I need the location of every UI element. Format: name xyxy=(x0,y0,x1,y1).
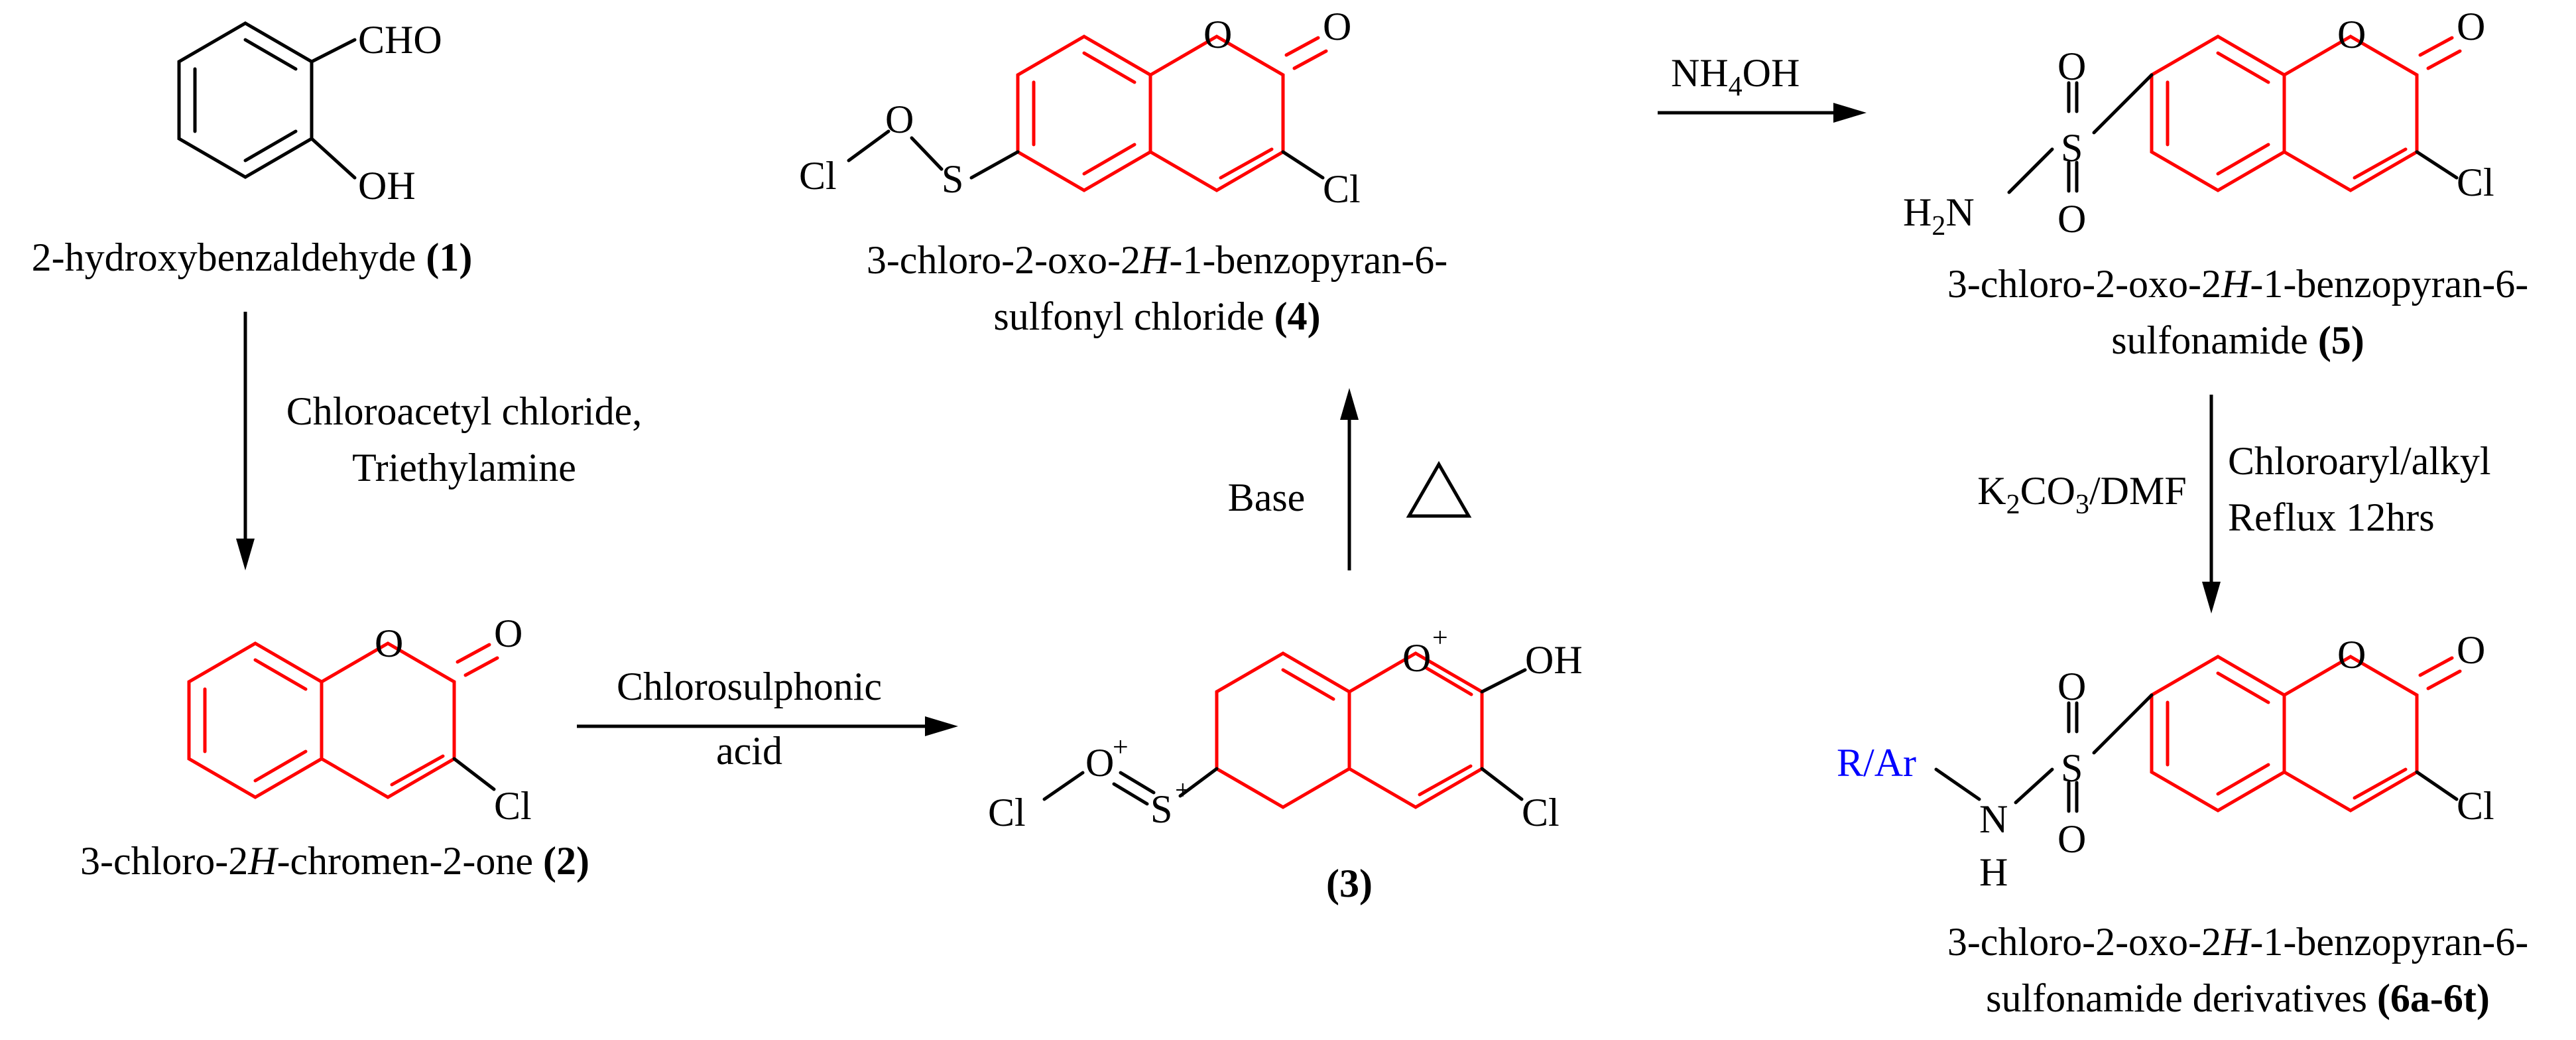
reaction-2-conditions-line2: acid xyxy=(716,729,782,773)
reaction-5-reagent: Chloroaryl/alkyl xyxy=(2228,439,2491,483)
compound-1-name: 2-hydroxybenzaldehyde (1) xyxy=(32,235,473,279)
nh-hydrogen-label: H xyxy=(1979,850,2008,894)
reaction-4-reagent: NH4OH xyxy=(1671,51,1800,102)
carbonyl-oxygen-label: O xyxy=(2457,5,2485,48)
sulfonyl-oxygen-top-label: O xyxy=(2057,665,2086,708)
compound-4-structure: O O Cl S O Cl xyxy=(799,5,1361,211)
oxygen-charge: + xyxy=(1113,732,1129,763)
compound-5-name-line2: sulfonamide (5) xyxy=(2111,318,2364,362)
reaction-1-conditions-line1: Chloroacetyl chloride, xyxy=(286,389,642,433)
chlorine-label: Cl xyxy=(2457,161,2494,204)
compound-6-name-line2: sulfonamide derivatives (6a-6t) xyxy=(1986,976,2490,1020)
compound-1-structure: CHO OH xyxy=(177,18,442,208)
chlorine-label: Cl xyxy=(2457,784,2494,828)
ring-oxygen-label: O xyxy=(1203,13,1232,56)
reaction-arrow-3 xyxy=(1340,388,1359,570)
compound-2-name: 3-chloro-2H-chromen-2-one (2) xyxy=(80,839,589,883)
compound-5-name-line1: 3-chloro-2-oxo-2H-1-benzopyran-6- xyxy=(1947,262,2528,306)
oxygen-label: O xyxy=(885,98,914,141)
chlorine-label: Cl xyxy=(1323,167,1361,211)
sulfinyl-oxygen-label: O xyxy=(1085,741,1114,785)
compound-6-name-line1: 3-chloro-2-oxo-2H-1-benzopyran-6- xyxy=(1947,920,2528,964)
compound-3-structure: O + OH Cl S + O + Cl xyxy=(988,623,1583,834)
chlorine-label-2: Cl xyxy=(988,791,1026,834)
sulfur-label: S xyxy=(1150,787,1172,831)
nitrogen-label: N xyxy=(1979,797,2008,841)
heat-symbol xyxy=(1406,460,1472,518)
compound-6-structure: O O Cl S O O N H R/Ar xyxy=(1837,628,2494,894)
sulfonyl-oxygen-bottom-label: O xyxy=(2057,197,2086,241)
oxonium-charge: + xyxy=(1432,623,1448,653)
chlorine-label: Cl xyxy=(494,784,532,828)
sulfonyl-oxygen-top-label: O xyxy=(2057,44,2086,88)
reaction-arrow-4 xyxy=(1658,103,1867,123)
substituent-label: R/Ar xyxy=(1837,741,1916,785)
chlorine-label: Cl xyxy=(1522,791,1560,834)
carbonyl-oxygen-label: O xyxy=(494,612,522,655)
reaction-arrow-1 xyxy=(236,312,255,570)
ring-oxygen-label: O xyxy=(2337,13,2366,56)
sulfur-label: S xyxy=(942,157,963,201)
reaction-arrow-2 xyxy=(577,716,958,736)
sulfonyl-oxygen-bottom-label: O xyxy=(2057,817,2086,861)
ring-oxygen-label: O xyxy=(2337,633,2366,677)
oxonium-oxygen-label: O xyxy=(1402,636,1431,680)
hydroxyl-label: OH xyxy=(358,164,416,208)
sulfur-label: S xyxy=(2061,746,2083,790)
reaction-2-conditions-line1: Chlorosulphonic xyxy=(617,665,882,708)
sulfur-label: S xyxy=(2061,126,2083,170)
reaction-arrow-5 xyxy=(2202,395,2221,614)
chlorine-label-2: Cl xyxy=(799,154,837,198)
compound-5-structure: O O Cl S O O H2N xyxy=(1903,5,2494,241)
amine-label: H2N xyxy=(1903,190,1975,241)
aldehyde-label: CHO xyxy=(358,18,442,62)
reaction-1-conditions-line2: Triethylamine xyxy=(352,446,576,489)
ring-oxygen-label: O xyxy=(375,621,403,665)
carbonyl-oxygen-label: O xyxy=(2457,628,2485,672)
carbonyl-oxygen-label: O xyxy=(1323,5,1351,48)
reaction-5-conditions: Reflux 12hrs xyxy=(2228,495,2435,539)
reaction-3-reagent: Base xyxy=(1228,476,1306,519)
compound-3-number: (3) xyxy=(1326,862,1373,905)
sulfur-charge: + xyxy=(1175,775,1191,806)
compound-4-name-line2: sulfonyl chloride (4) xyxy=(993,294,1320,338)
reaction-5-base: K2CO3/DMF xyxy=(1977,469,2186,520)
compound-2-structure: O O Cl xyxy=(187,612,532,828)
hydroxyl-label: OH xyxy=(1525,638,1583,682)
compound-4-name-line1: 3-chloro-2-oxo-2H-1-benzopyran-6- xyxy=(867,238,1447,282)
